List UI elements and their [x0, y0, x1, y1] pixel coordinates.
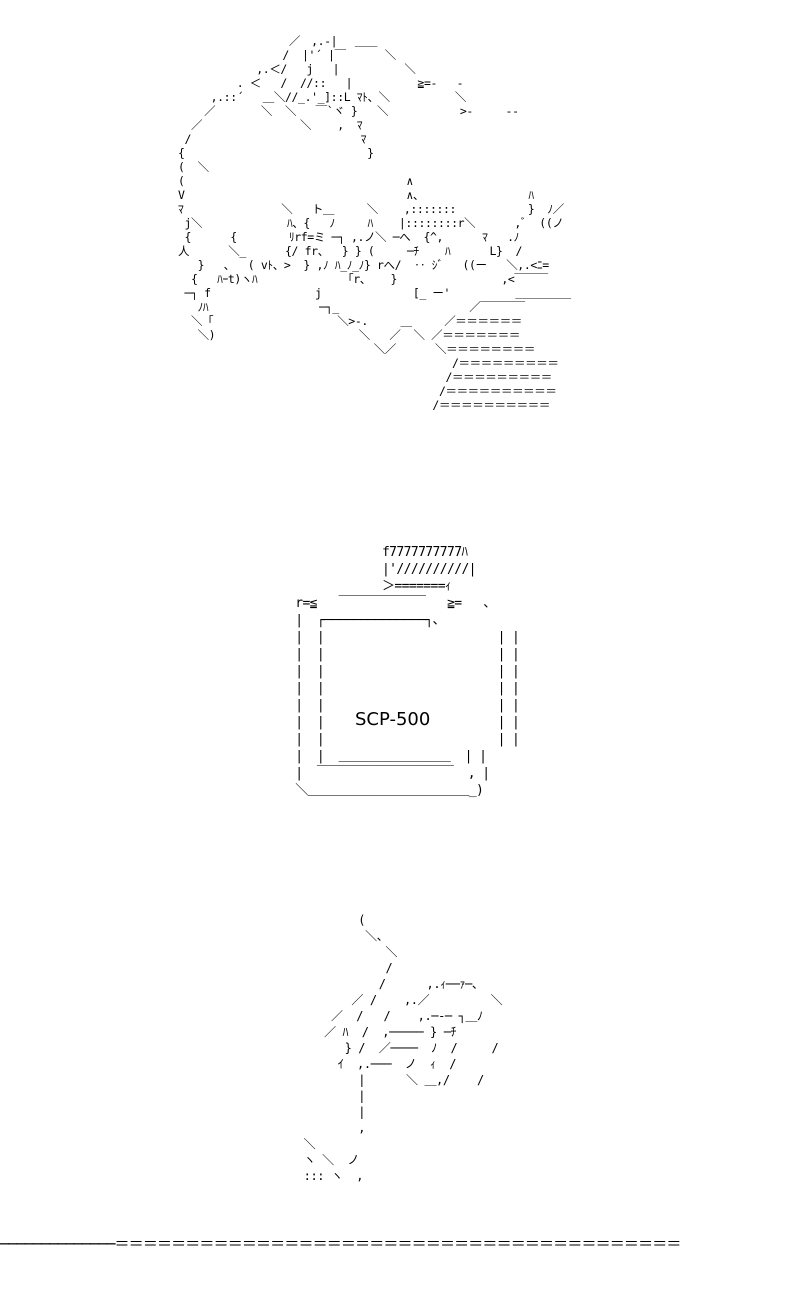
face-ascii-art: ／ ,.-| ＿＿ / |'´ |￣ ＼ ,.＜/ j | ＼ . ＜ / //…	[178, 34, 571, 412]
bottom-divider: ──────────────＝＝＝＝＝＝＝＝＝＝＝＝＝＝＝＝＝＝＝＝＝＝＝＝＝＝…	[0, 1235, 681, 1253]
hand-ascii-art: ( ＼、 ＼ / / ,.ｨ──ｧ─、 ／ / ,.／ ＼ ／ / / ,.─-…	[303, 913, 503, 1183]
jar-label: SCP-500	[355, 709, 431, 730]
jar-ascii-art: f7777777777ﾊ |'//////////| ＞=======ｨ r=≦…	[295, 545, 520, 798]
